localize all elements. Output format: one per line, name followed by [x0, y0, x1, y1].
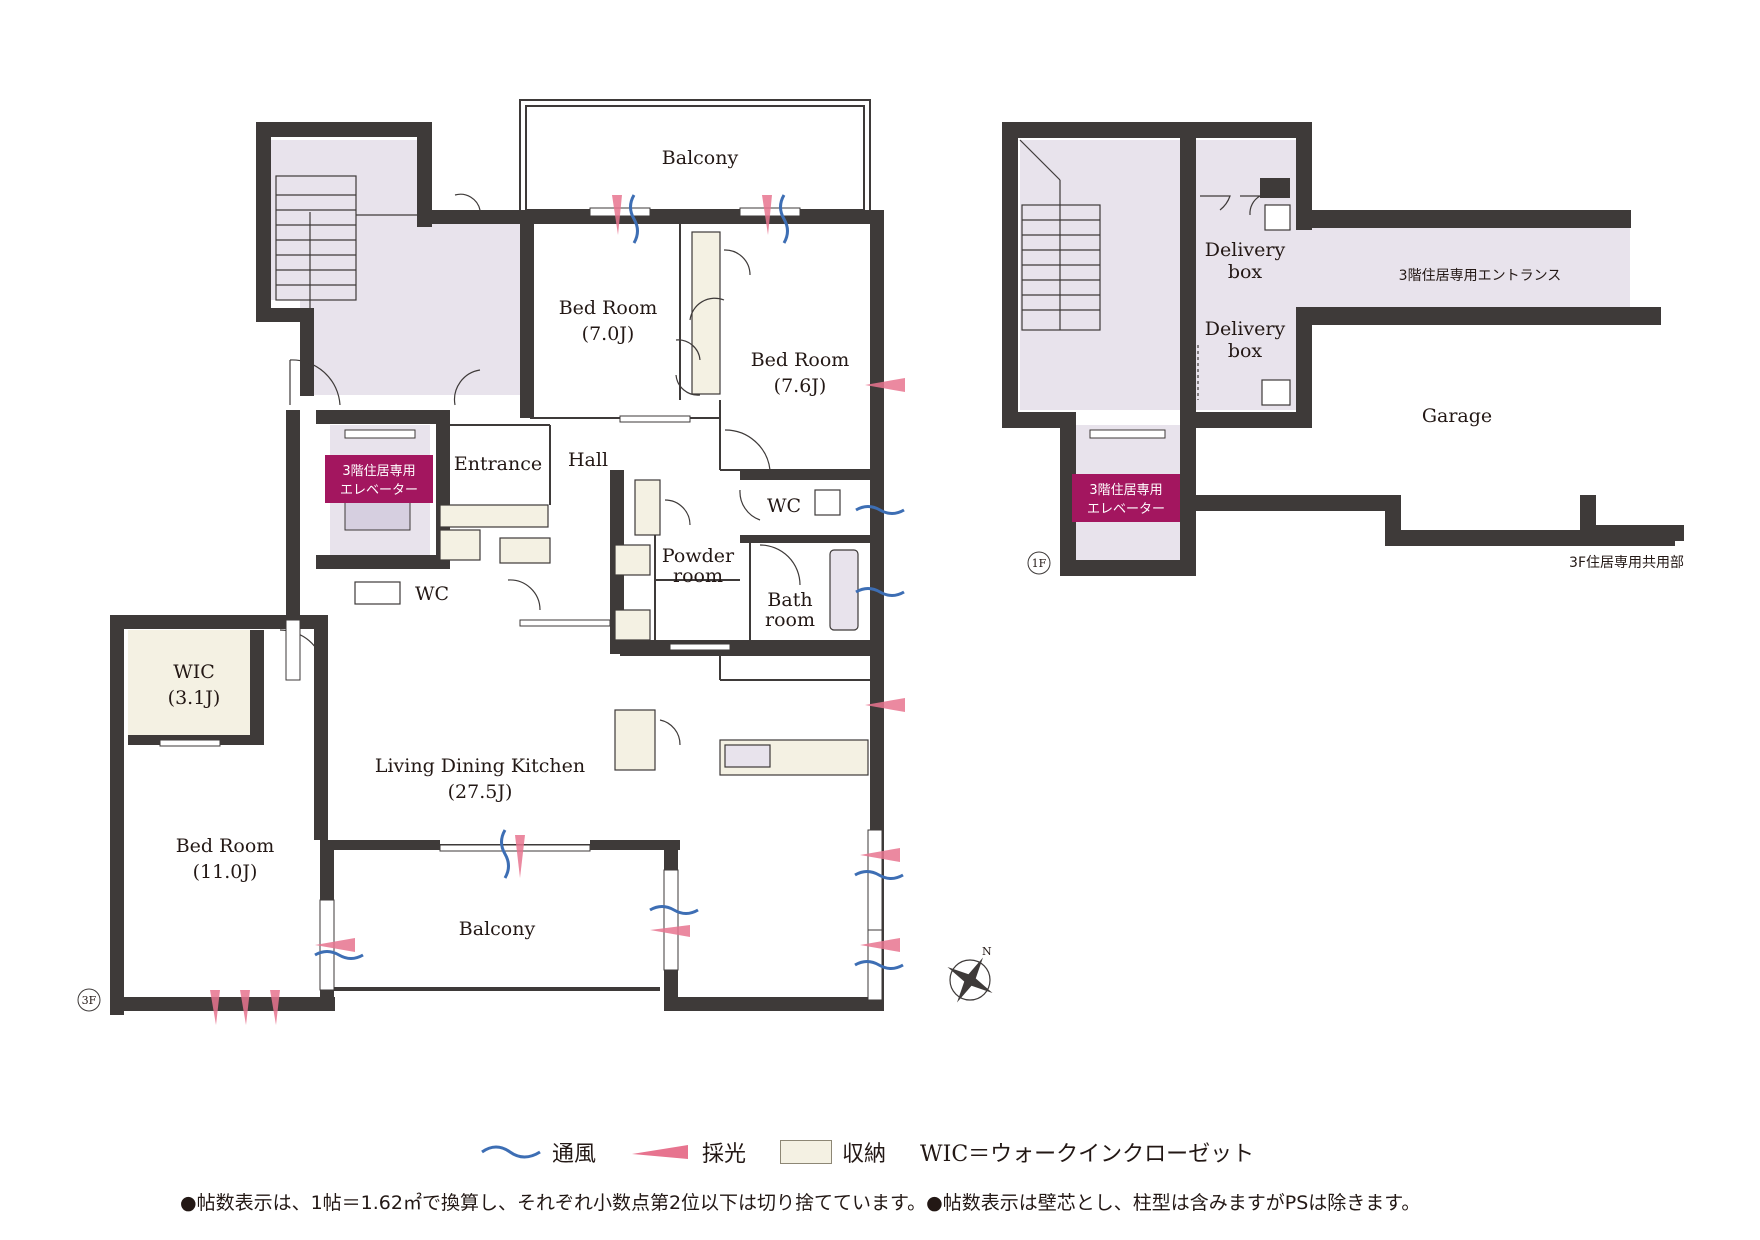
light-icon: [632, 1145, 689, 1159]
room-bed-b-size: (7.6J): [774, 375, 827, 397]
elevator-label-3f-1: 3階住居専用: [342, 464, 415, 479]
walls-3f: [110, 122, 884, 1015]
interior-walls-3f: [330, 99, 871, 991]
entrance-1f-fill: [1300, 225, 1630, 307]
footnotes: ●帖数表示は、1帖＝1.62㎡で換算し、それぞれ小数点第2位以下は切り捨てていま…: [180, 1192, 1421, 1214]
room-powder-2: room: [673, 565, 723, 587]
stair: [275, 175, 430, 310]
wic-fill: [128, 630, 263, 740]
room-wic: WIC: [173, 661, 215, 683]
legend-storage: 収納: [780, 1136, 886, 1168]
room-balcony-top: Balcony: [662, 147, 739, 169]
floor-mark-3f-circle: [77, 988, 101, 1012]
legend-wic-label: WIC＝ウォークインクローゼット: [920, 1142, 1255, 1167]
floor-mark-1f: 1F: [1032, 557, 1047, 570]
compass-icon: N: [947, 945, 993, 1003]
stair-1f: [1019, 139, 1196, 401]
room-bath-1: Bath: [767, 589, 812, 611]
plan-1f: 3階住居専用 エレベーター Delivery box Delivery box …: [1002, 122, 1684, 576]
legend-light-label: 採光: [702, 1142, 747, 1167]
legend-wind-label: 通風: [552, 1142, 597, 1167]
elevator-label-3f-2: エレベーター: [340, 483, 418, 498]
room-hall: Hall: [568, 449, 608, 471]
floor-mark-3f: 3F: [82, 994, 97, 1007]
room-powder-1: Powder: [662, 545, 735, 567]
room-bed-c-size: (11.0J): [193, 861, 258, 883]
legend-storage-label: 収納: [842, 1142, 887, 1167]
elevator-badge-3f: [325, 455, 433, 503]
delivery-box-a-2: box: [1228, 261, 1263, 283]
elevator-badge-1f: [1072, 474, 1180, 522]
room-bed-c: Bed Room: [176, 835, 275, 857]
common-area-label: 3F住居専用共用部: [1569, 555, 1684, 571]
compass-label: N: [982, 945, 992, 958]
storage-3f: [354, 231, 869, 776]
room-ldk: Living Dining Kitchen: [375, 755, 585, 777]
storage-swatch: [780, 1140, 833, 1164]
elevator-label-1f-1: 3階住居専用: [1089, 483, 1162, 498]
elevator-1f-door: [1089, 429, 1166, 439]
garage-label: Garage: [1422, 405, 1492, 427]
private-entrance-label: 3階住居専用エントランス: [1399, 268, 1562, 284]
legend-wic: WIC＝ウォークインクローゼット: [920, 1136, 1254, 1168]
legend: 通風 採光 収納 WIC＝ウォークインクローゼット: [480, 1132, 1254, 1172]
room-bed-a-size: (7.0J): [582, 323, 635, 345]
elevator-label-1f-2: エレベーター: [1087, 502, 1165, 517]
room-bed-a: Bed Room: [559, 297, 658, 319]
light-symbols-3f: [210, 195, 905, 1025]
delivery-box-b-1: Delivery: [1205, 318, 1286, 340]
elevator-hall-fill: [300, 220, 525, 395]
room-entrance: Entrance: [454, 453, 542, 475]
doors-1f: [1197, 195, 1291, 406]
elevator-door: [344, 429, 416, 439]
delivery-box-a-1: Delivery: [1205, 239, 1286, 261]
legend-wind: 通風: [480, 1136, 596, 1168]
room-bed-b: Bed Room: [751, 349, 850, 371]
stair-1f-fill: [1020, 140, 1185, 410]
room-ldk-size: (27.5J): [448, 781, 513, 803]
wind-icon: [481, 1145, 541, 1159]
floor-mark-1f-circle: [1027, 551, 1051, 575]
room-wc-left: WC: [415, 583, 449, 605]
room-wc-right: WC: [767, 495, 801, 517]
walls-1f: [1002, 122, 1684, 576]
room-bath-2: room: [765, 609, 815, 631]
room-balcony-bottom: Balcony: [459, 918, 536, 940]
delivery-box-b-2: box: [1228, 340, 1263, 362]
plan-3f: 3階住居専用 エレベーター Balcony Bed Room (7.0J) Be…: [77, 99, 993, 1025]
room-wic-size: (3.1J): [168, 687, 221, 709]
legend-light: 採光: [630, 1136, 746, 1168]
